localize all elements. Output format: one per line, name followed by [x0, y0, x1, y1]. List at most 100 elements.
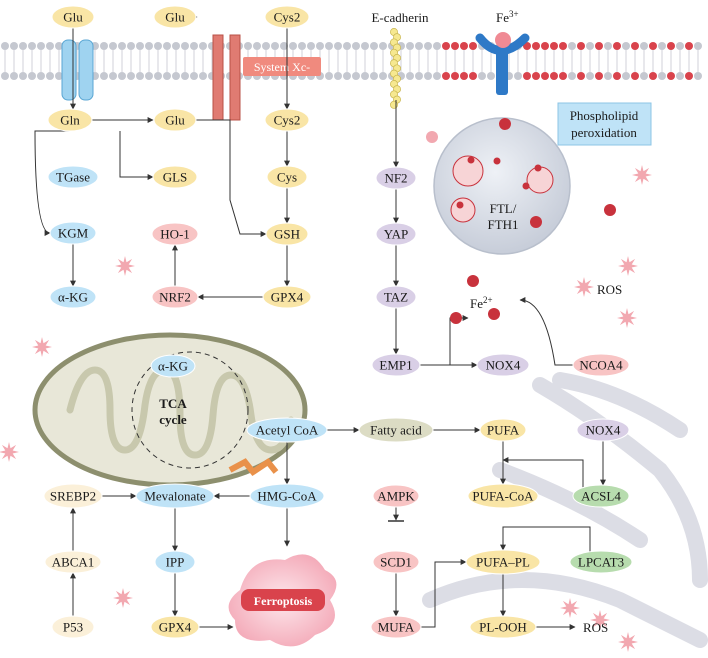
node-tgase: TGase	[47, 165, 99, 189]
node-fatty-acid: Fatty acid	[358, 417, 434, 443]
pathway-arrow	[196, 119, 267, 237]
node-srebp2: SREBP2	[43, 483, 103, 509]
ros-star-icon	[618, 632, 638, 652]
node-label: GLS	[163, 170, 188, 185]
node-label: KGM	[58, 226, 89, 241]
node-label: MUFA	[378, 620, 415, 635]
system-xc-label: System Xc-	[254, 60, 310, 74]
node-acetyl-coa: Acetyl CoA	[246, 417, 328, 443]
node-nf2: NF2	[375, 166, 417, 190]
node-label: GSH	[274, 227, 300, 242]
node-taz: TAZ	[375, 285, 417, 309]
node-label: TAZ	[384, 290, 408, 305]
tca-label-line2: cycle	[159, 412, 187, 427]
node-label: PUFA–PL	[476, 555, 530, 570]
iron-ion-dot	[604, 204, 616, 216]
phospholipid-line1: Phospholipid	[570, 108, 639, 123]
node-ampk: AMPK	[372, 484, 420, 508]
ros-star-icon	[590, 610, 610, 630]
node-nox4-right: NOX4	[576, 418, 630, 442]
free-labels: E-cadherin Fe3+ Fe2+ FTL/ FTH1 ROS ROS T…	[159, 9, 622, 635]
ros-stars	[0, 165, 652, 652]
ros-star-icon	[560, 598, 580, 618]
node-glu-top-left: Glu	[51, 5, 95, 29]
mitochondrion	[32, 332, 308, 488]
node-akg-top: α-KG	[49, 285, 97, 309]
iron-ion-dot	[467, 156, 475, 164]
pathway-arrows	[34, 14, 606, 630]
pathway-arrow	[119, 131, 154, 180]
node-pufa: PUFA	[479, 418, 527, 442]
node-label: P53	[63, 620, 83, 635]
ros-star-icon	[32, 337, 52, 357]
node-label: IPP	[166, 555, 185, 570]
node-label: NOX4	[486, 358, 521, 373]
node-label: Gln	[60, 113, 80, 128]
iron-ion-dot	[493, 157, 501, 165]
node-ipp: IPP	[154, 550, 196, 574]
iron-ion-dot	[530, 216, 542, 228]
node-nrf2: NRF2	[151, 285, 199, 309]
node-label: ABCA1	[52, 555, 95, 570]
ros-star-icon	[115, 256, 135, 276]
iron-ions	[426, 118, 616, 324]
node-label: Cys2	[274, 113, 301, 128]
node-pl-ooh: PL-OOH	[469, 615, 537, 639]
node-label: α-KG	[158, 359, 188, 374]
node-scd1: SCD1	[372, 550, 420, 574]
node-cys2-top: Cys2	[264, 5, 310, 29]
iron-ion-dot	[522, 182, 530, 190]
phospholipid-line2: peroxidation	[571, 125, 637, 140]
node-label: Fatty acid	[370, 423, 422, 438]
transferrin-receptor	[475, 32, 530, 95]
node-kgm: KGM	[49, 221, 97, 245]
e-cadherin-label: E-cadherin	[371, 10, 429, 25]
node-mevalonate: Mevalonate	[135, 483, 215, 509]
node-label: Glu	[165, 113, 185, 128]
ferroptosis-label: Ferroptosis	[254, 594, 313, 608]
phospholipid-peroxidation-box: Phospholipid peroxidation	[557, 102, 652, 146]
node-label: NF2	[384, 171, 407, 186]
ferritin-sphere	[433, 117, 571, 255]
node-label: Glu	[165, 10, 185, 25]
ros-star-icon	[618, 256, 638, 276]
node-nox4-mid: NOX4	[476, 353, 530, 377]
endoplasmic-reticulum	[422, 372, 708, 648]
node-akg-mito: α-KG	[150, 354, 196, 378]
node-pufa-coa: PUFA-CoA	[467, 483, 539, 509]
node-label: SREBP2	[50, 489, 96, 504]
ros-top-label: ROS	[597, 282, 622, 297]
cell-membrane	[1, 42, 702, 80]
node-emp1: EMP1	[371, 353, 421, 377]
node-label: Cys2	[274, 10, 301, 25]
node-ncoa4: NCOA4	[572, 353, 630, 377]
node-label: PUFA-CoA	[472, 489, 534, 504]
ros-star-icon	[0, 442, 19, 462]
node-gsh: GSH	[265, 222, 309, 246]
node-label: LPCAT3	[578, 555, 624, 570]
node-label: PUFA	[487, 423, 520, 438]
node-gls: GLS	[152, 165, 198, 189]
node-label: SCD1	[380, 555, 412, 570]
node-label: EMP1	[379, 358, 412, 373]
node-label: α-KG	[58, 290, 88, 305]
node-gln: Gln	[47, 108, 93, 132]
node-p53: P53	[51, 615, 95, 639]
ftl-line1: FTL/	[490, 201, 517, 216]
ros-star-icon	[632, 165, 652, 185]
node-acsl4: ACSL4	[572, 484, 630, 508]
node-label: GPX4	[271, 290, 304, 305]
node-yap: YAP	[375, 222, 417, 246]
node-label: HO-1	[160, 227, 190, 242]
ros-bottom-label: ROS	[583, 620, 608, 635]
node-label: NCOA4	[579, 358, 623, 373]
ros-star-icon	[113, 588, 133, 608]
iron-ion-dot	[467, 275, 479, 287]
tca-label-line1: TCA	[159, 396, 187, 411]
node-hmg-coa: HMG-CoA	[249, 483, 325, 509]
pathway-arrow	[34, 130, 70, 236]
pathway-arrow	[519, 297, 573, 366]
node-cys2-mid: Cys2	[264, 108, 310, 132]
fe2-label: Fe2+	[470, 295, 493, 311]
